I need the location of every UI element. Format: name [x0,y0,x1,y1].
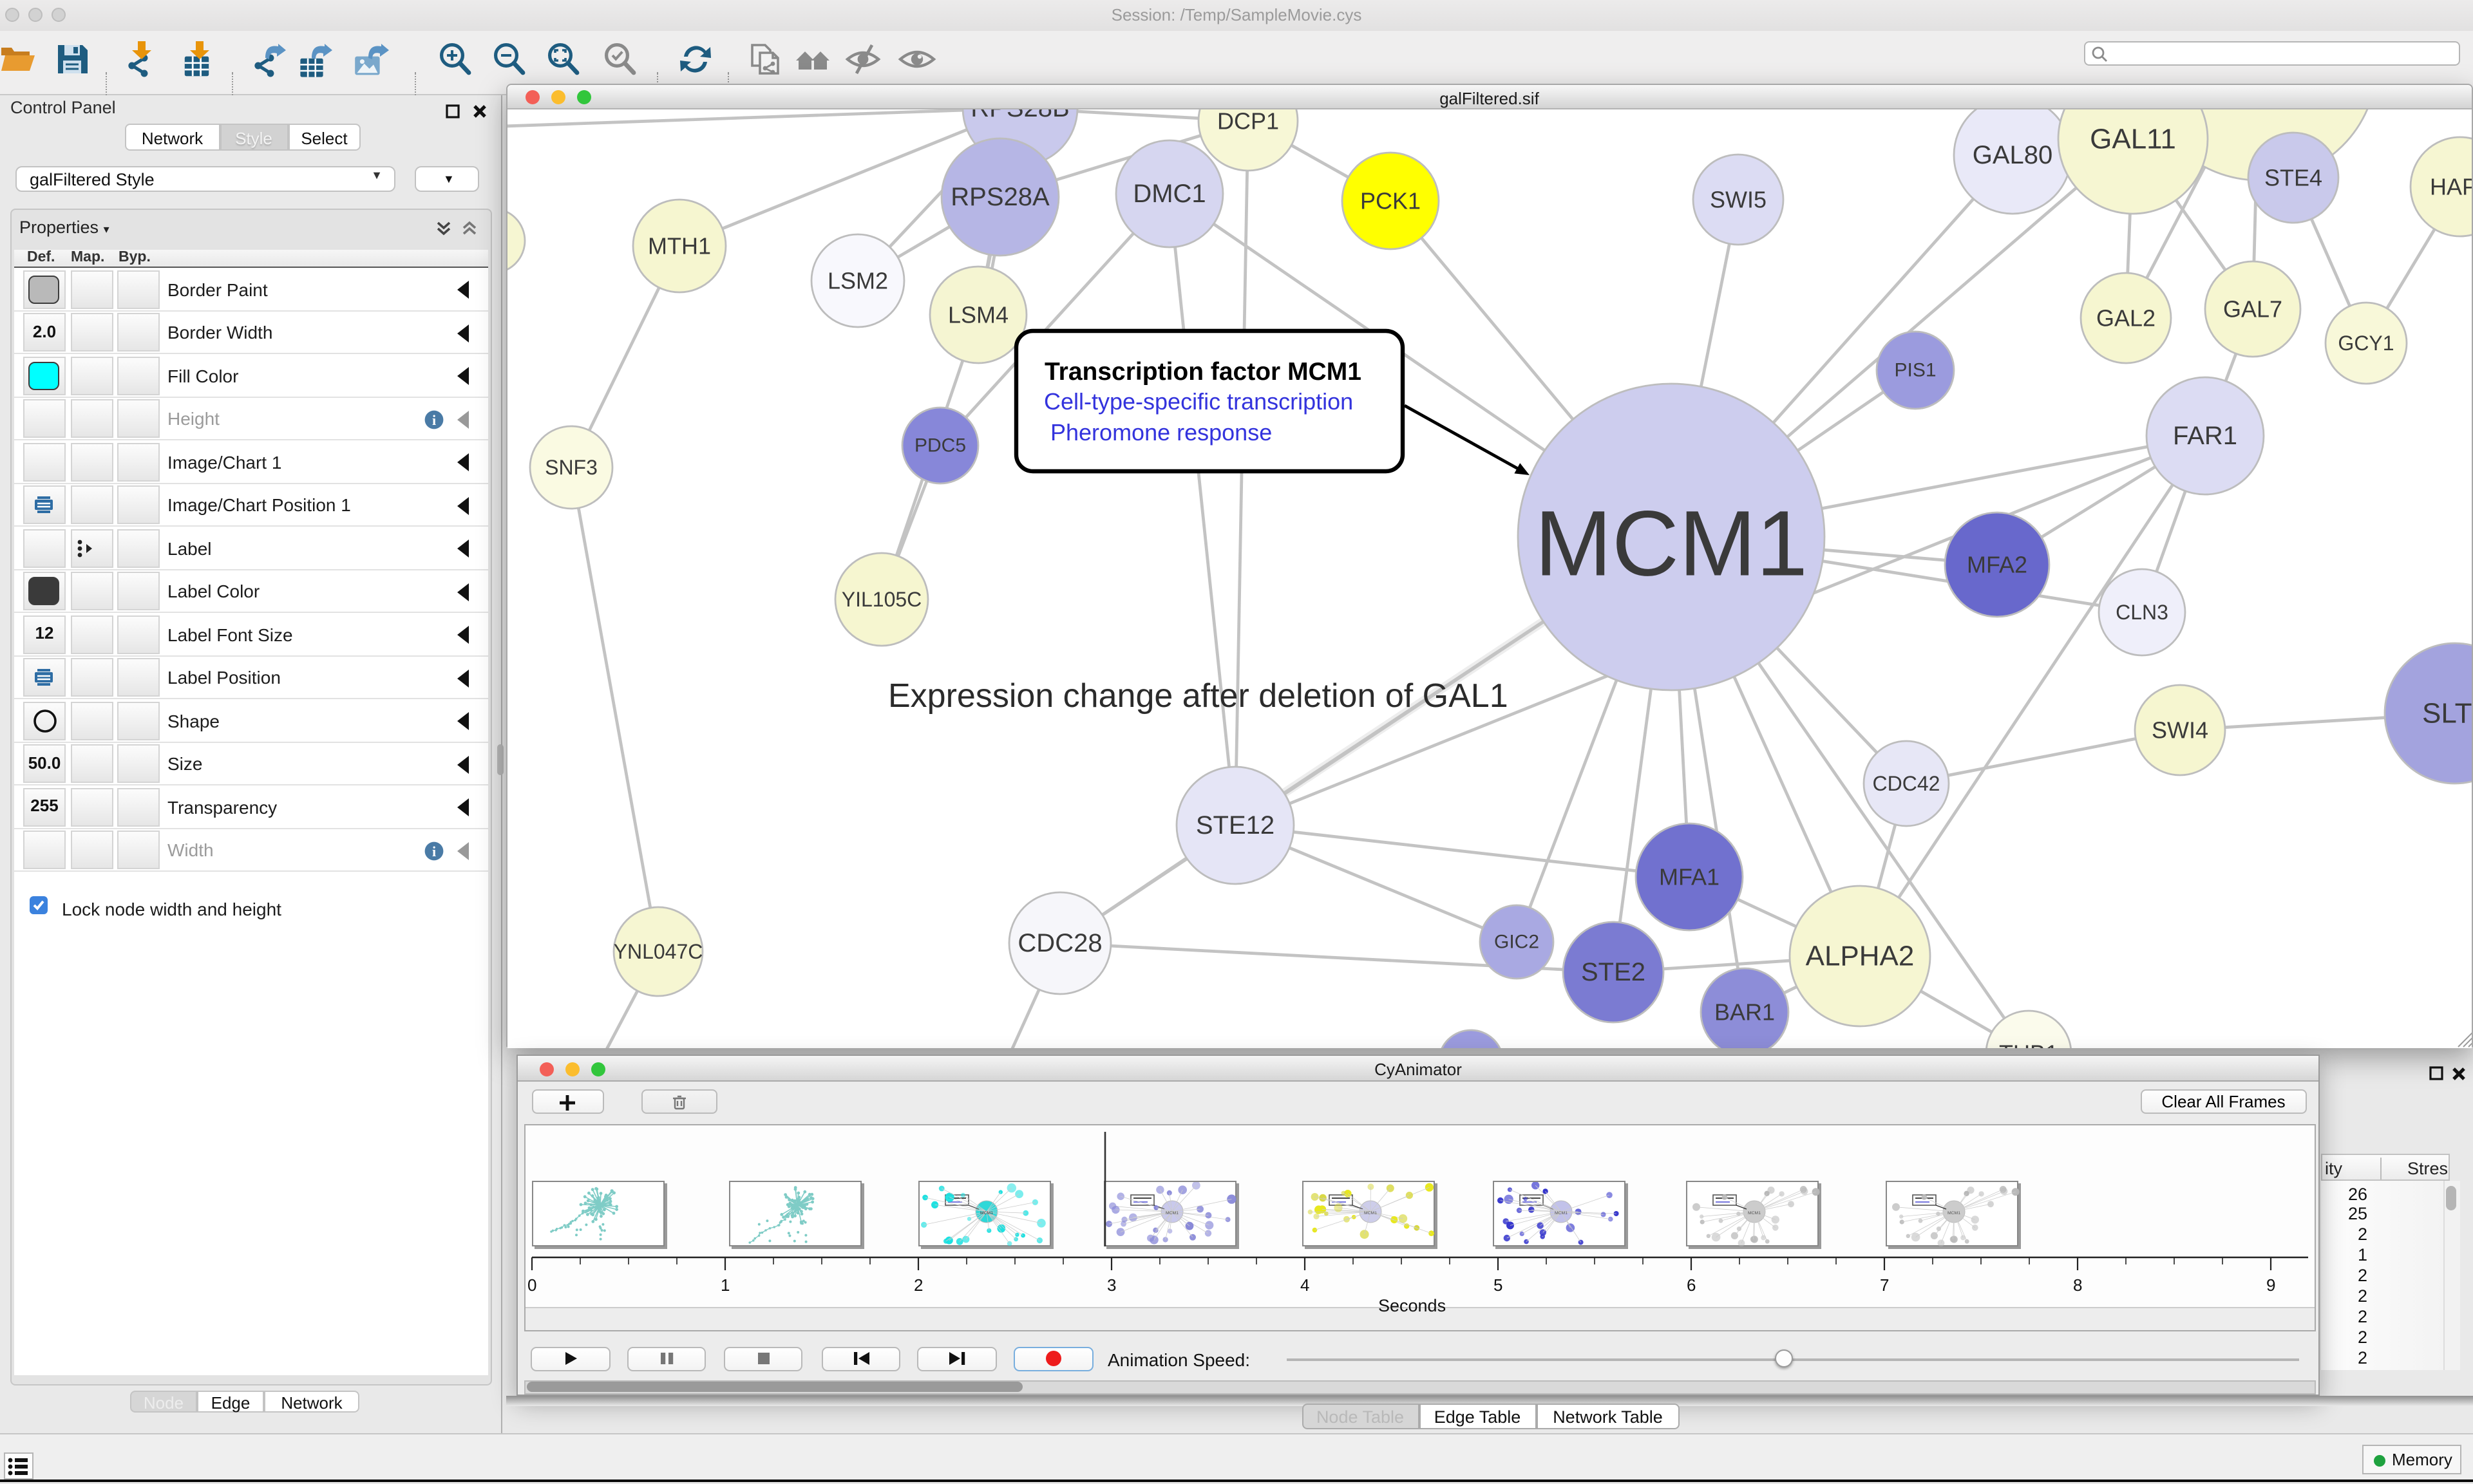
svg-text:2: 2 [913,1275,922,1295]
svg-text:SWI4: SWI4 [2151,717,2208,744]
svg-text:i: i [432,843,436,859]
svg-text:LSM2: LSM2 [827,268,887,294]
svg-text:4: 4 [1300,1275,1309,1295]
svg-text:GCY1: GCY1 [2337,332,2393,355]
svg-text:GAL11: GAL11 [2089,124,2175,155]
svg-text:3: 3 [1106,1275,1115,1295]
svg-text:DMC1: DMC1 [1132,180,1205,208]
svg-text:SNF3: SNF3 [544,456,597,479]
svg-text:MFA1: MFA1 [1658,864,1719,890]
svg-text:GIC2: GIC2 [1493,932,1539,953]
svg-text:CLN3: CLN3 [2115,601,2168,624]
svg-text:5: 5 [1493,1275,1502,1295]
svg-text:MFA2: MFA2 [1966,552,2027,578]
svg-text:DCP1: DCP1 [1217,109,1278,135]
svg-text:GAL2: GAL2 [2096,305,2155,332]
svg-text:YIL105C: YIL105C [841,588,922,611]
svg-text:SWI5: SWI5 [1709,187,1766,213]
svg-text:LSM4: LSM4 [947,302,1008,328]
svg-text:YNL047C: YNL047C [613,940,703,963]
svg-text:Pheromone response: Pheromone response [1050,419,1271,446]
svg-text:Transcription factor MCM1: Transcription factor MCM1 [1044,358,1361,386]
svg-text:RPS28A: RPS28A [950,183,1049,211]
svg-text:MTH1: MTH1 [647,233,710,259]
svg-text:STE4: STE4 [2264,165,2322,191]
svg-text:GAL80: GAL80 [1972,141,2052,169]
svg-text:i: i [432,411,436,427]
svg-text:CDC28: CDC28 [1017,929,1101,957]
svg-text:MCM1: MCM1 [1534,492,1807,596]
svg-text:RPS28B: RPS28B [970,109,1068,122]
svg-text:9: 9 [2266,1275,2275,1295]
svg-text:HAP2: HAP2 [2429,174,2472,200]
svg-text:SLT2: SLT2 [2421,698,2472,729]
svg-text:Cell-type-specific transcripti: Cell-type-specific transcription [1043,388,1352,415]
svg-text:BAR1: BAR1 [1714,999,1774,1026]
svg-text:FAR1: FAR1 [2172,422,2237,450]
svg-text:0: 0 [527,1275,536,1295]
svg-text:7: 7 [1879,1275,1888,1295]
svg-text:Expression change after deleti: Expression change after deletion of GAL1 [887,677,1508,715]
svg-text:TUB1: TUB1 [1998,1040,2058,1049]
svg-text:PIS1: PIS1 [1893,360,1935,381]
svg-text:6: 6 [1686,1275,1695,1295]
svg-text:CDC42: CDC42 [1872,772,1940,795]
svg-text:GAL7: GAL7 [2222,296,2282,323]
svg-text:PDC5: PDC5 [914,435,965,456]
svg-text:STE2: STE2 [1580,958,1645,986]
svg-text:Seconds: Seconds [1378,1296,1445,1315]
svg-text:8: 8 [2072,1275,2081,1295]
svg-text:1: 1 [720,1275,729,1295]
svg-text:STE12: STE12 [1195,811,1274,840]
svg-text:ALPHA2: ALPHA2 [1805,941,1914,972]
svg-text:PCK1: PCK1 [1360,188,1420,214]
